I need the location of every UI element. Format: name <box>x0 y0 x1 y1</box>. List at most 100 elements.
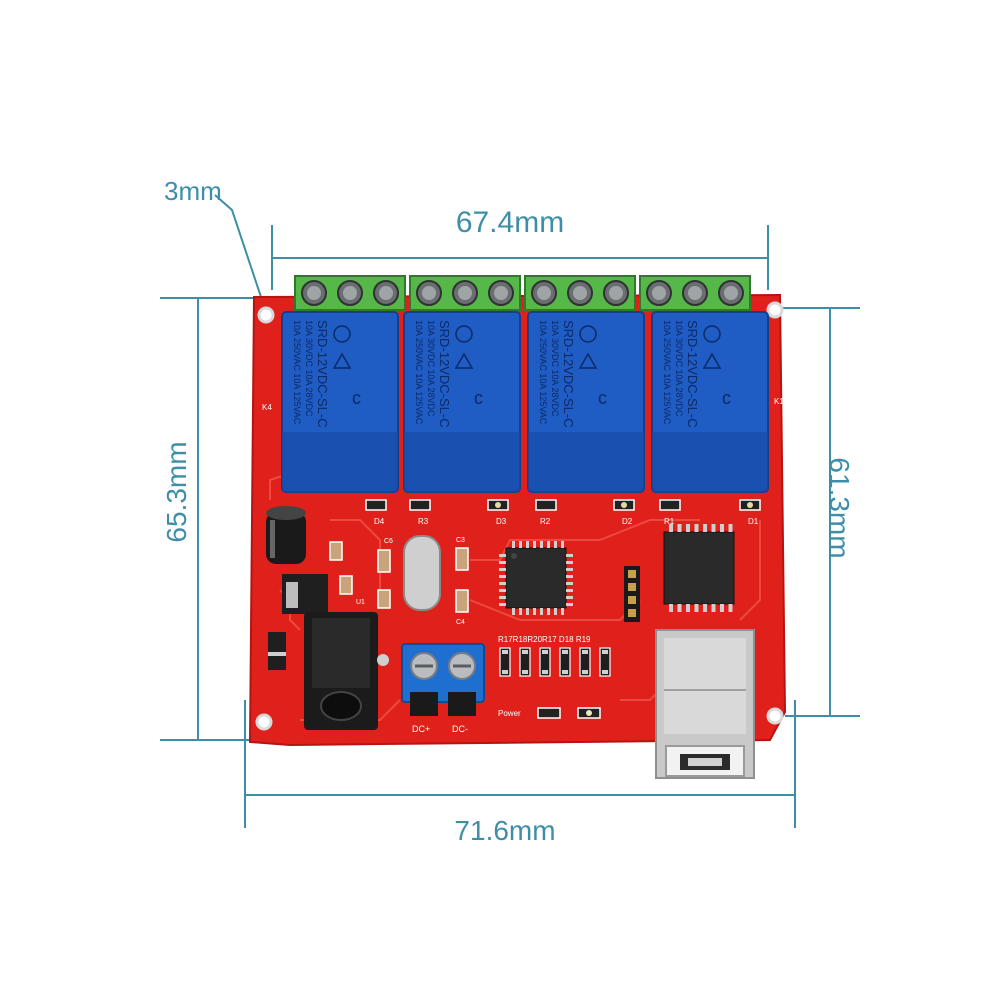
terminal-block-3 <box>524 275 636 311</box>
relay-base <box>282 432 398 492</box>
relay-4: 10A 250VAC 10A 125VAC 10A 30VDC 10A 28VD… <box>651 311 769 493</box>
relay-1: 10A 250VAC 10A 125VAC 10A 30VDC 10A 28VD… <box>281 311 399 493</box>
relay-model: SRD-12VDC-SL-C <box>685 320 700 428</box>
relay-cqc-mark <box>703 325 721 343</box>
terminal-block-1 <box>294 275 406 311</box>
relay-rating-2: 10A 30VDC 10A 28VDC <box>304 320 314 417</box>
microcontroller-chip <box>499 541 573 615</box>
regulator-tab <box>286 582 298 608</box>
resistor-r3 <box>409 499 431 511</box>
relay-ul-mark: c <box>598 388 607 408</box>
relay-ul-mark: c <box>722 388 731 408</box>
relay-2: 10A 250VAC 10A 125VAC 10A 30VDC 10A 28VD… <box>403 311 521 493</box>
mounting-hole-bl <box>255 713 273 731</box>
led-d4 <box>365 499 387 511</box>
power-led-lens <box>586 710 592 716</box>
usb-b-connector <box>655 629 755 779</box>
label-d2: D2 <box>622 517 633 526</box>
dim-hole-offset-label: 3mm <box>164 176 222 206</box>
relay-rating-2: 10A 30VDC 10A 28VDC <box>550 320 560 417</box>
terminal-screw <box>567 280 593 306</box>
resistor-r1 <box>659 499 681 511</box>
mounting-hole-tr <box>766 301 784 319</box>
smd-components <box>268 535 469 670</box>
diode <box>268 632 286 670</box>
terminal-screw <box>488 280 514 306</box>
capacitor-c4 <box>455 589 469 613</box>
label-dc-plus: DC+ <box>412 724 430 734</box>
dim-top-label: 67.4mm <box>456 206 564 239</box>
power-indicator <box>537 707 601 719</box>
label-r1: R1 <box>664 517 675 526</box>
relay-base <box>652 432 768 492</box>
label-power: Power <box>498 709 521 718</box>
relay-warning-icon <box>454 352 474 369</box>
terminal-screw <box>603 280 629 306</box>
relay-model: SRD-12VDC-SL-C <box>561 320 576 428</box>
relay-ul-mark: c <box>352 388 361 408</box>
relay-warning-icon <box>578 352 598 369</box>
terminal-screw <box>682 280 708 306</box>
dim-left-label: 65.3mm <box>161 441 192 542</box>
label-c3: C3 <box>456 537 465 544</box>
pin-header <box>624 566 640 622</box>
smd-resistor <box>519 647 531 677</box>
relay-base <box>528 432 644 492</box>
label-k4: K4 <box>262 403 272 412</box>
usb-bridge-chip <box>663 524 735 612</box>
resistor-array <box>499 647 611 677</box>
label-d4: D4 <box>374 517 385 526</box>
capacitor-c8 <box>377 589 391 609</box>
relay-terminal-block <box>294 275 751 311</box>
label-r3: R3 <box>418 517 429 526</box>
relay-cqc-mark <box>455 325 473 343</box>
label-c4: C4 <box>456 619 465 626</box>
diode-stripe <box>268 652 286 656</box>
relay-warning-icon <box>702 352 722 369</box>
relay-rating-1: 10A 250VAC 10A 125VAC <box>662 320 672 425</box>
capacitor-c3 <box>455 547 469 571</box>
capacitor-c6 <box>377 549 391 573</box>
relay-warning-icon <box>332 352 352 369</box>
terminal-block-4 <box>639 275 751 311</box>
relay-base <box>404 432 520 492</box>
dim-hole-leader <box>214 194 263 301</box>
dc-barrel-jack <box>304 612 389 730</box>
smd-resistor <box>559 647 571 677</box>
capacitor-c5 <box>329 541 343 561</box>
label-k1: K1 <box>774 397 784 406</box>
relay-model: SRD-12VDC-SL-C <box>315 320 330 428</box>
relay-rating-1: 10A 250VAC 10A 125VAC <box>538 320 548 425</box>
label-dc-minus: DC- <box>452 724 468 734</box>
terminal-screw <box>646 280 672 306</box>
capacitor-c7 <box>339 575 353 595</box>
terminal-screw <box>416 280 442 306</box>
dimension-lines <box>160 194 860 828</box>
crystal-oscillator <box>403 535 441 611</box>
dc-screw-terminal <box>401 643 485 716</box>
led-lens <box>747 502 753 508</box>
mounting-hole-br <box>766 707 784 725</box>
terminal-screw <box>373 280 399 306</box>
terminal-screw <box>301 280 327 306</box>
relay-rating-2: 10A 30VDC 10A 28VDC <box>426 320 436 417</box>
relay-cqc-mark <box>579 325 597 343</box>
resistor-r2 <box>535 499 557 511</box>
label-u1: U1 <box>356 599 365 606</box>
smd-resistor <box>599 647 611 677</box>
relay-ul-mark: c <box>474 388 483 408</box>
led-lens <box>495 502 501 508</box>
terminal-screw <box>718 280 744 306</box>
terminal-screw <box>337 280 363 306</box>
mounting-hole-tl <box>257 306 275 324</box>
label-resistor-row: R17R18R20R17 D18 R19 <box>498 635 591 644</box>
smd-resistor <box>579 647 591 677</box>
label-c6: C6 <box>384 538 393 545</box>
dim-right-label: 61.3mm <box>824 457 855 558</box>
electrolytic-capacitor <box>266 506 306 564</box>
label-d1: D1 <box>748 517 759 526</box>
relay-rating-1: 10A 250VAC 10A 125VAC <box>292 320 302 425</box>
power-resistor <box>537 707 561 719</box>
relay-model: SRD-12VDC-SL-C <box>437 320 452 428</box>
